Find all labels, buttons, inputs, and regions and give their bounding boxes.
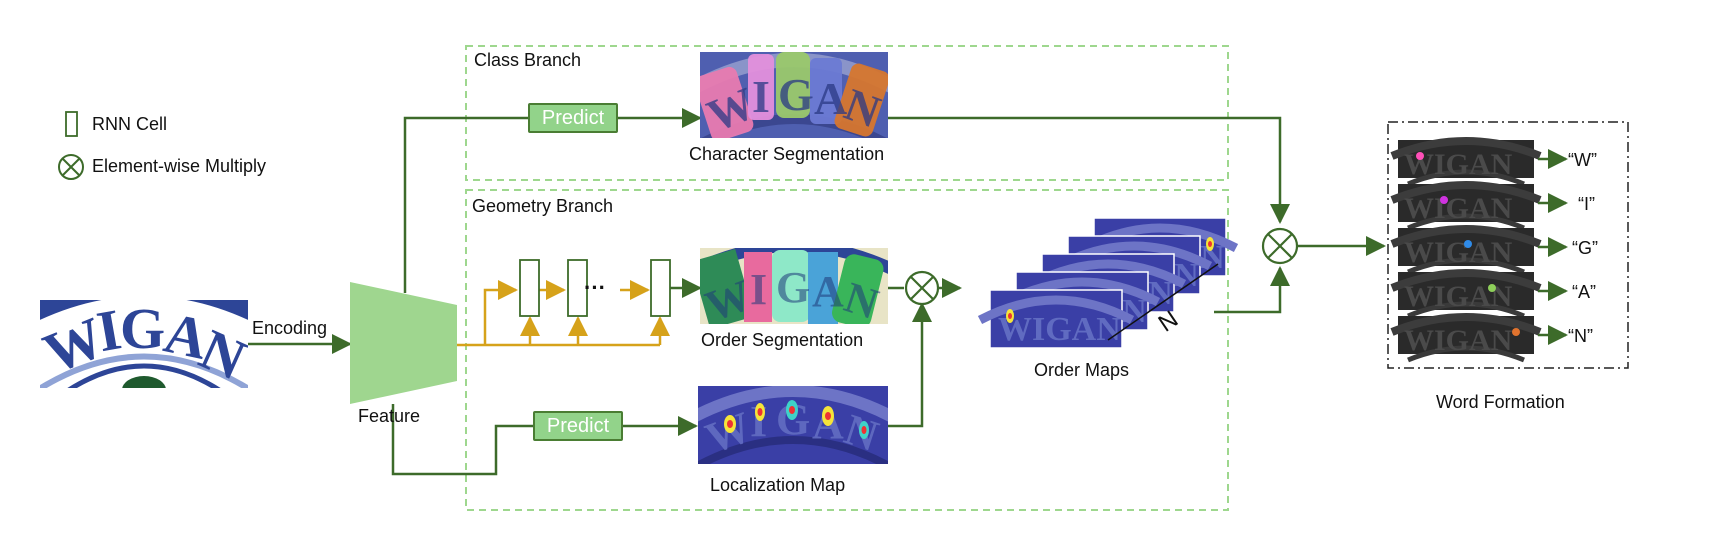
word-formation-thumbnail: WIGAN xyxy=(1390,137,1542,187)
output-char-i: “I” xyxy=(1578,194,1595,214)
class-branch-box xyxy=(465,45,1229,181)
rnn-chain xyxy=(457,259,702,347)
svg-text:WIGAN: WIGAN xyxy=(998,311,1121,348)
svg-text:I: I xyxy=(750,265,767,314)
svg-text:WIGAN: WIGAN xyxy=(1404,324,1513,357)
svg-text:A: A xyxy=(812,267,844,316)
multiply-legend-icon xyxy=(58,154,84,180)
order-segmentation-image: W I G A N xyxy=(700,248,888,324)
rnn-cell-n xyxy=(650,259,671,317)
rnn-cell-legend-icon xyxy=(65,111,78,137)
legend-multiply-label: Element-wise Multiply xyxy=(92,156,267,176)
input-image: W I G A N xyxy=(40,296,248,388)
localization-to-multiply-arrow xyxy=(888,302,932,428)
svg-text:G: G xyxy=(776,263,810,312)
output-char-g: “G” xyxy=(1572,238,1598,258)
output-char-w: “W” xyxy=(1568,150,1597,170)
localization-map-image: W I G A N xyxy=(698,386,888,464)
rnn-cell-2 xyxy=(567,259,588,317)
output-char-n: “N” xyxy=(1568,326,1593,346)
class-to-multiply-arrow xyxy=(888,116,1290,224)
word-formation-thumbnail: WIGAN xyxy=(1390,313,1542,363)
multiply-operator-1 xyxy=(904,270,940,306)
order-maps-to-multiply-arrow xyxy=(1214,266,1290,314)
legend xyxy=(58,111,84,180)
class-predict-button: Predict xyxy=(528,103,618,133)
legend-rnn-cell-label: RNN Cell xyxy=(92,114,168,134)
svg-text:WIGAN: WIGAN xyxy=(1404,280,1513,313)
geometry-branch-box xyxy=(465,189,1229,511)
multiply-operator-2 xyxy=(1261,227,1299,265)
geometry-branch-title: Geometry Branch xyxy=(472,196,614,216)
feature-label: Feature xyxy=(358,406,421,426)
svg-text:WIGAN: WIGAN xyxy=(1404,236,1513,269)
order-maps-label: Order Maps xyxy=(1034,360,1130,380)
rnn-ellipsis: ··· xyxy=(584,275,606,300)
character-segmentation-image: W I G A N xyxy=(700,52,888,138)
word-formation-box xyxy=(1387,121,1629,369)
class-branch-title: Class Branch xyxy=(474,50,582,70)
svg-text:A: A xyxy=(814,73,847,124)
order-maps-depth-line xyxy=(1107,263,1219,341)
word-formation-title: Word Formation xyxy=(1436,392,1565,412)
order-map-tile: WIGAN xyxy=(977,289,1135,349)
rnn-cell-1 xyxy=(519,259,540,317)
localization-predict-button: Predict xyxy=(533,411,623,441)
order-segmentation-label: Order Segmentation xyxy=(701,330,864,350)
svg-text:WIGAN: WIGAN xyxy=(1404,192,1513,225)
localization-map-label: Localization Map xyxy=(710,475,846,495)
word-formation-rows: WIGAN WIGAN WIGAN WIGAN WIGAN xyxy=(1390,137,1568,363)
word-formation-thumbnail: WIGAN xyxy=(1390,269,1542,319)
encoding-label: Encoding xyxy=(252,318,328,338)
feature-block xyxy=(350,282,457,404)
svg-text:G: G xyxy=(778,69,814,120)
output-char-a: “A” xyxy=(1572,282,1596,302)
word-formation-thumbnail: WIGAN xyxy=(1390,181,1542,231)
character-segmentation-label: Character Segmentation xyxy=(689,144,885,164)
svg-text:G: G xyxy=(120,296,165,361)
svg-text:I: I xyxy=(752,71,770,122)
word-formation-thumbnail: WIGAN xyxy=(1390,225,1542,275)
